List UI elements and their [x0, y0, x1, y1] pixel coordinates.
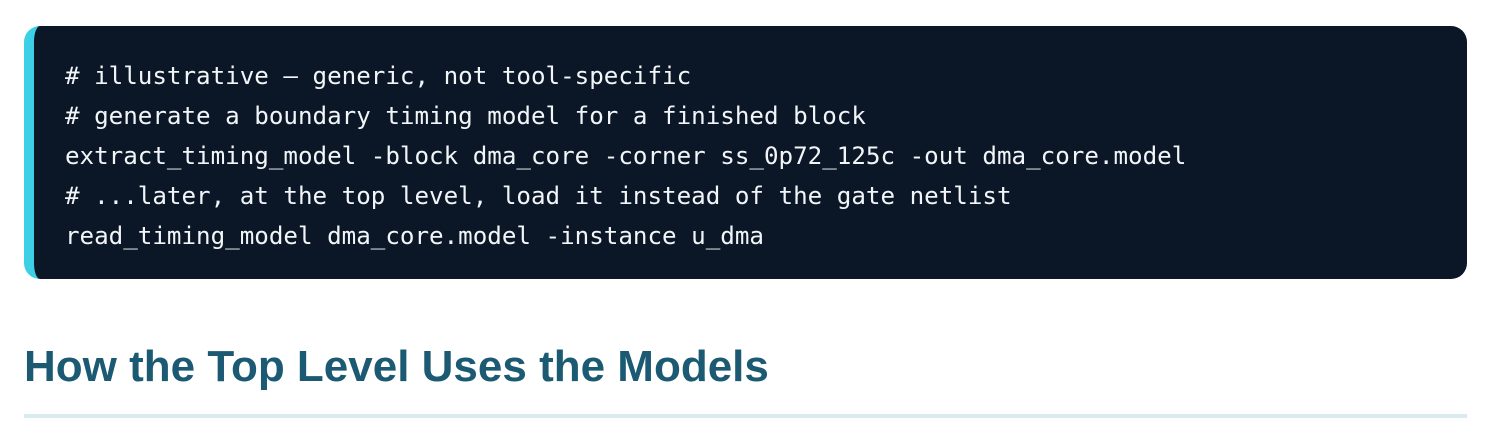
heading-divider	[24, 414, 1467, 418]
section-heading: How the Top Level Uses the Models	[24, 342, 769, 391]
code-comment-line: # illustrative — generic, not tool-speci…	[65, 62, 692, 90]
code-block: # illustrative — generic, not tool-speci…	[24, 26, 1467, 279]
code-comment-line: # ...later, at the top level, load it in…	[65, 182, 1012, 210]
code-comment-line: # generate a boundary timing model for a…	[65, 102, 866, 130]
code-command-line: extract_timing_model -block dma_core -co…	[65, 142, 1187, 170]
code-command-line: read_timing_model dma_core.model -instan…	[65, 222, 764, 250]
